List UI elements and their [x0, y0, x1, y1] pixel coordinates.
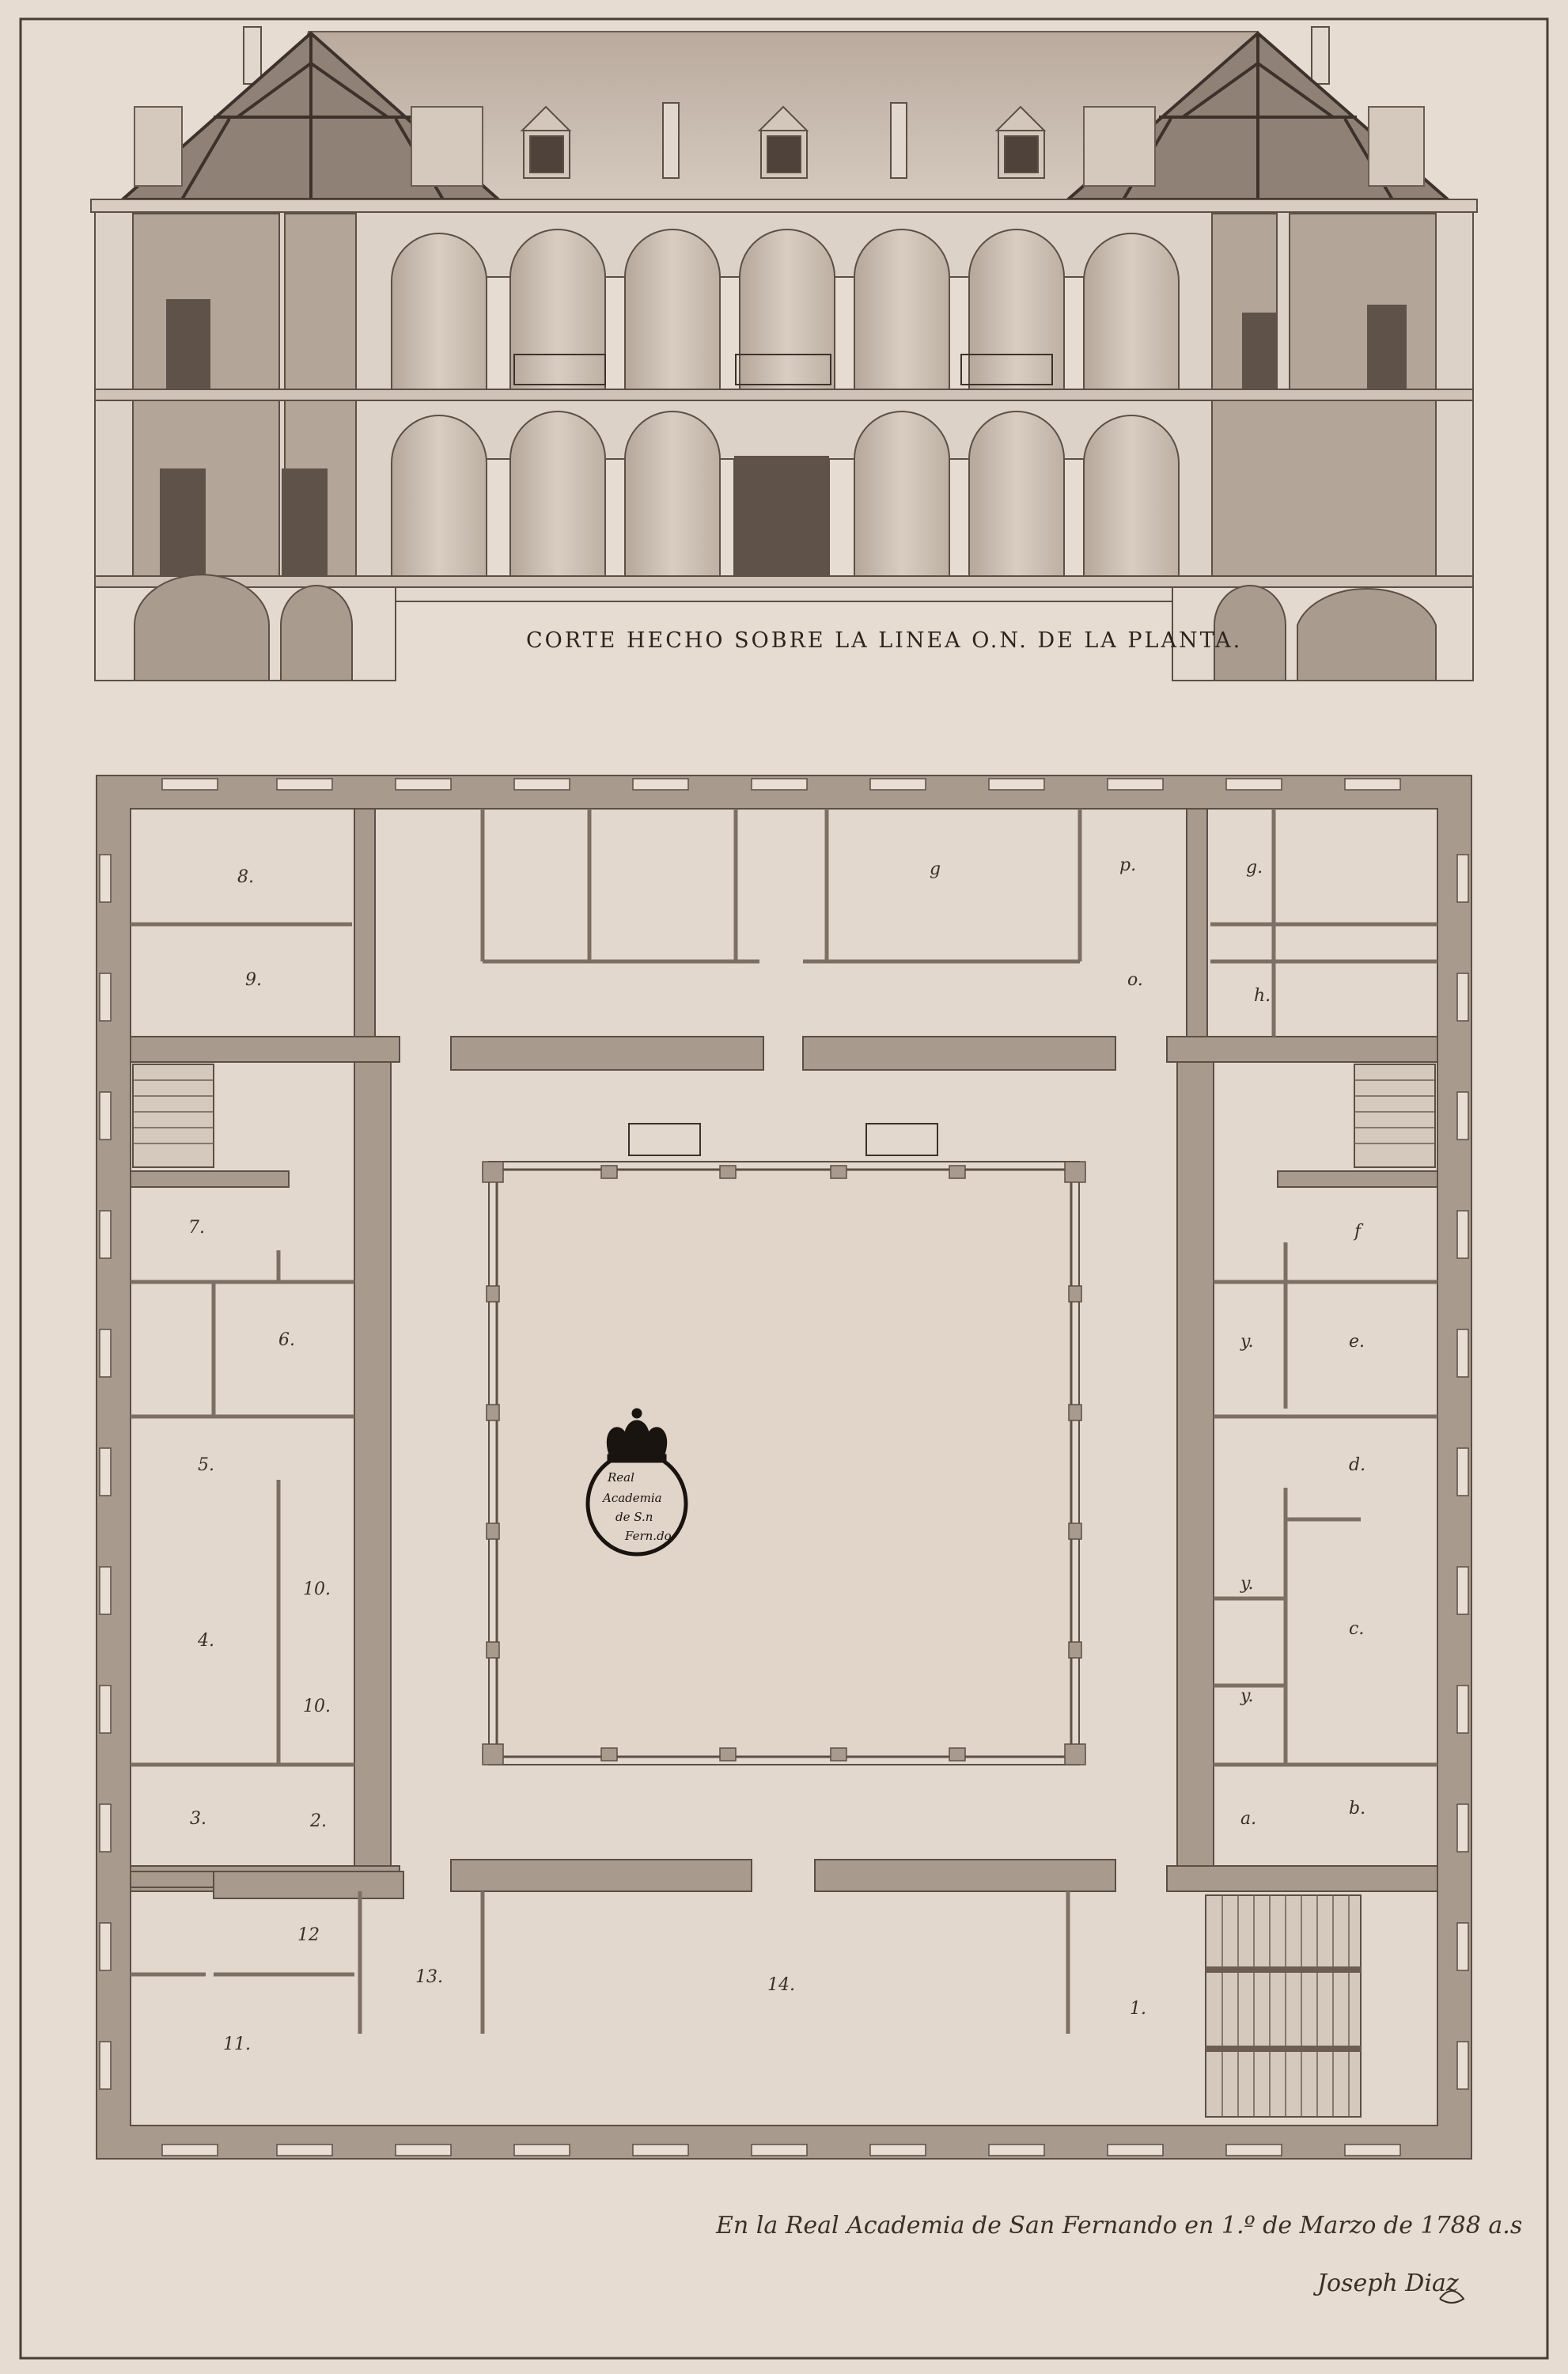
window-openings	[99, 778, 1469, 2156]
room-label: y.	[1240, 1686, 1254, 1706]
room-label: 12	[297, 1925, 320, 1945]
chimneys	[243, 26, 1330, 179]
room-label: y.	[1240, 1574, 1254, 1594]
courtyard	[495, 1168, 1073, 1758]
room-label: 7.	[188, 1218, 205, 1238]
basement-vaults	[94, 574, 1474, 681]
signature: Joseph Diaz	[1312, 2270, 1459, 2297]
room-label: o.	[1127, 970, 1143, 990]
room-label: c.	[1349, 1619, 1364, 1639]
inscription: En la Real Academia de San Fernando en 1…	[715, 2212, 1522, 2239]
room-label: d.	[1349, 1455, 1365, 1475]
room-label: 14.	[767, 1975, 795, 1995]
seal-line: Academia	[601, 1491, 662, 1505]
crown-icon	[606, 1408, 668, 1463]
room-label: y.	[1240, 1332, 1254, 1352]
room-label: a.	[1240, 1809, 1256, 1829]
seal-wreath	[585, 1451, 688, 1557]
room-label: 6.	[278, 1330, 295, 1350]
seal-line: Real	[607, 1470, 634, 1485]
room-label: 2.	[309, 1811, 327, 1831]
room-label: 3.	[190, 1809, 206, 1829]
outer-border	[19, 17, 1549, 2360]
room-label: e.	[1349, 1332, 1365, 1352]
room-label: h.	[1254, 986, 1271, 1006]
section-elevation: CORTE HECHO SOBRE LA LINEA O.N. DE LA PL…	[90, 26, 1478, 681]
stair-treads	[133, 1079, 1435, 2117]
signature-flourish	[1439, 2290, 1465, 2304]
room-label: g.	[1246, 858, 1263, 878]
inner-walls	[130, 808, 1438, 1899]
room-label: 5.	[198, 1455, 214, 1475]
courtyard-fixtures	[628, 1123, 938, 1156]
arcade-lower	[391, 411, 1180, 577]
stairs	[132, 1064, 1436, 2118]
room-label: p.	[1119, 855, 1136, 875]
royal-academy-seal: Real Academia de S.n Fern.do	[585, 1408, 688, 1557]
seal-line: de S.n	[615, 1510, 653, 1524]
room-label: 9.	[245, 970, 262, 990]
room-label: b.	[1349, 1799, 1365, 1818]
room-label: 11.	[223, 2035, 251, 2054]
room-label: 1.	[1130, 1999, 1146, 2019]
room-label: 10.	[303, 1580, 331, 1599]
stair-landing-2	[1206, 2046, 1361, 2052]
stair-landing-1	[1206, 1966, 1361, 1973]
room-label: 13.	[415, 1967, 443, 1987]
dormer-windows	[520, 105, 1047, 179]
floor-plan: 8. 9. g p. g. o. h. 7. f 6. y. e. 5. d. …	[96, 775, 1472, 2160]
seal-line: Fern.do	[624, 1529, 672, 1543]
partitions	[131, 809, 1437, 2034]
room-labels: 8. 9. g p. g. o. h. 7. f 6. y. e. 5. d. …	[188, 855, 1365, 2054]
room-label: 10.	[303, 1697, 331, 1716]
courtyard-piers	[482, 1161, 1086, 1765]
room-label: 8.	[237, 867, 254, 887]
room-label: g	[930, 859, 941, 879]
section-caption: CORTE HECHO SOBRE LA LINEA O.N. DE LA PL…	[526, 628, 1242, 653]
arcade-upper	[391, 229, 1180, 390]
room-label: 4.	[197, 1631, 214, 1651]
